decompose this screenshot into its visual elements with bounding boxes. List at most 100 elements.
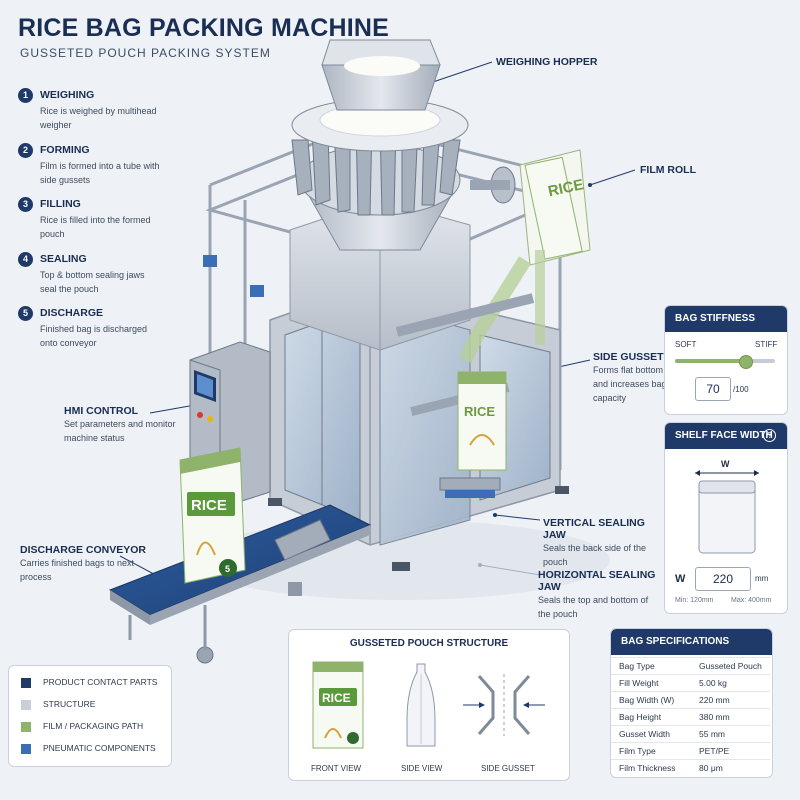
spec-key: Bag Width (W)	[619, 695, 675, 705]
callout-desc: Carries finished bags to next process	[20, 558, 135, 582]
panel-title: BAG SPECIFICATIONS	[611, 629, 772, 655]
callout-weighing-hopper: WEIGHING HOPPER	[496, 56, 598, 68]
legend-swatch	[21, 678, 31, 688]
step-sealing: 4 SEALING Top & bottom sealing jaws seal…	[18, 252, 168, 294]
step-title: WEIGHING	[40, 89, 95, 101]
stiffness-suffix: /100	[733, 385, 749, 394]
step-filling: 3 FILLING Rice is filled into the formed…	[18, 197, 168, 239]
spec-value: PET/PE	[699, 746, 730, 756]
step-number: 2	[18, 143, 33, 158]
side-gusset-icon	[463, 674, 545, 736]
shelf-max-label: Max: 400mm	[731, 597, 772, 604]
spec-key: Film Thickness	[619, 763, 676, 773]
spec-value: 55 mm	[699, 729, 725, 739]
shelf-width-input[interactable]: 220	[695, 567, 751, 591]
spec-row: Bag Width (W) 220 mm	[611, 691, 770, 708]
legend-label: FILM / PACKAGING PATH	[43, 721, 144, 731]
legend-swatch	[21, 700, 31, 710]
spec-key: Bag Type	[619, 661, 655, 671]
callout-desc: Forms flat bottom and increases bag capa…	[593, 365, 667, 403]
spec-key: Bag Height	[619, 712, 662, 722]
stiffness-input[interactable]: 70	[695, 377, 731, 401]
callout-hmi: HMI CONTROL Set parameters and monitor m…	[64, 405, 194, 445]
svg-text:5: 5	[225, 564, 230, 574]
callout-desc: Seals the top and bottom of the pouch	[538, 595, 649, 619]
soft-label: SOFT	[675, 340, 697, 349]
spec-value: 380 mm	[699, 712, 730, 722]
w-dim-label: W	[721, 459, 730, 469]
callout-desc: Set parameters and monitor machine statu…	[64, 419, 176, 443]
svg-text:RICE: RICE	[464, 404, 495, 419]
bag-specs-panel: BAG SPECIFICATIONS Bag Type Gusseted Pou…	[610, 628, 773, 778]
callout-title: HMI CONTROL	[64, 405, 139, 417]
side-view-label: SIDE VIEW	[401, 764, 443, 773]
step-desc: Rice is weighed by multihead weigher	[40, 106, 157, 130]
step-title: SEALING	[40, 253, 87, 265]
shelf-min-label: Min: 120mm	[675, 597, 714, 604]
step-title: DISCHARGE	[40, 307, 104, 319]
legend-label: PNEUMATIC COMPONENTS	[43, 743, 156, 753]
step-number: 3	[18, 197, 33, 212]
step-desc: Rice is filled into the formed pouch	[40, 215, 151, 239]
front-view-label: FRONT VIEW	[311, 764, 362, 773]
side-view-icon	[406, 663, 436, 747]
legend-swatch	[21, 744, 31, 754]
step-weighing: 1 WEIGHING Rice is weighed by multihead …	[18, 88, 168, 130]
spec-row: Bag Height 380 mm	[611, 708, 770, 725]
pouch-structure-panel: GUSSETED POUCH STRUCTURE RICE FRONT VIEW…	[288, 629, 570, 781]
callout-side-gusset: SIDE GUSSET Forms flat bottom and increa…	[593, 351, 673, 405]
svg-text:RICE: RICE	[322, 691, 351, 705]
callout-title: DISCHARGE CONVEYOR	[20, 544, 147, 556]
spec-row: Film Thickness 80 μm	[611, 759, 770, 776]
panel-title: BAG STIFFNESS	[665, 306, 787, 332]
legend-swatch	[21, 722, 31, 732]
legend: PRODUCT CONTACT PARTS STRUCTURE FILM / P…	[8, 665, 172, 767]
callout-horizontal-jaw: HORIZONTAL SEALING JAW Seals the top and…	[538, 569, 663, 621]
legend-label: STRUCTURE	[43, 699, 96, 709]
step-discharge: 5 DISCHARGE Finished bag is discharged o…	[18, 306, 168, 348]
slider-fill	[675, 359, 745, 363]
step-number: 1	[18, 88, 33, 103]
help-icon[interactable]: ?	[763, 429, 776, 442]
spec-value: 80 μm	[699, 763, 723, 773]
callout-vertical-jaw: VERTICAL SEALING JAW Seals the back side…	[543, 517, 663, 569]
callout-conveyor: DISCHARGE CONVEYOR Carries finished bags…	[20, 544, 150, 584]
step-title: FORMING	[40, 144, 90, 156]
callout-title: SIDE GUSSET	[593, 351, 664, 363]
step-number: 4	[18, 252, 33, 267]
callout-title: HORIZONTAL SEALING JAW	[538, 569, 656, 593]
legend-label: PRODUCT CONTACT PARTS	[43, 677, 158, 687]
pouch-structure-title: GUSSETED POUCH STRUCTURE	[349, 638, 509, 649]
callout-film-roll: FILM ROLL	[640, 164, 696, 176]
stiffness-slider[interactable]	[675, 355, 775, 369]
spec-value: 220 mm	[699, 695, 730, 705]
side-gusset-label: SIDE GUSSET	[481, 764, 535, 773]
step-desc: Film is formed into a tube with side gus…	[40, 161, 160, 185]
spec-row: Bag Type Gusseted Pouch	[611, 657, 770, 674]
callout-title: VERTICAL SEALING JAW	[543, 517, 645, 541]
shelf-width-panel: SHELF FACE WIDTH ? W W 220 mm Min: 120mm…	[664, 422, 788, 614]
spec-key: Film Type	[619, 746, 656, 756]
front-view-icon: RICE	[312, 661, 364, 749]
spec-key: Gusset Width	[619, 729, 671, 739]
svg-text:RICE: RICE	[191, 497, 227, 514]
spec-row: Fill Weight 5.00 kg	[611, 674, 770, 691]
step-number: 5	[18, 306, 33, 321]
spec-value: Gusseted Pouch	[699, 661, 762, 671]
spec-row: Gusset Width 55 mm	[611, 725, 770, 742]
step-desc: Top & bottom sealing jaws seal the pouch	[40, 270, 145, 294]
pouch-front-icon	[695, 470, 759, 554]
stiff-label: STIFF	[755, 340, 778, 349]
step-desc: Finished bag is discharged onto conveyor	[40, 324, 148, 348]
step-title: FILLING	[40, 198, 81, 210]
page-subtitle: GUSSETED POUCH PACKING SYSTEM	[20, 46, 271, 60]
shelf-width-unit: mm	[755, 574, 769, 583]
spec-value: 5.00 kg	[699, 678, 727, 688]
callout-desc: Seals the back side of the pouch	[543, 543, 647, 567]
step-forming: 2 FORMING Film is formed into a tube wit…	[18, 143, 168, 185]
page-title: RICE BAG PACKING MACHINE	[18, 14, 390, 42]
spec-key: Fill Weight	[619, 678, 659, 688]
spec-row: Film Type PET/PE	[611, 742, 770, 759]
slider-handle[interactable]	[739, 355, 753, 369]
